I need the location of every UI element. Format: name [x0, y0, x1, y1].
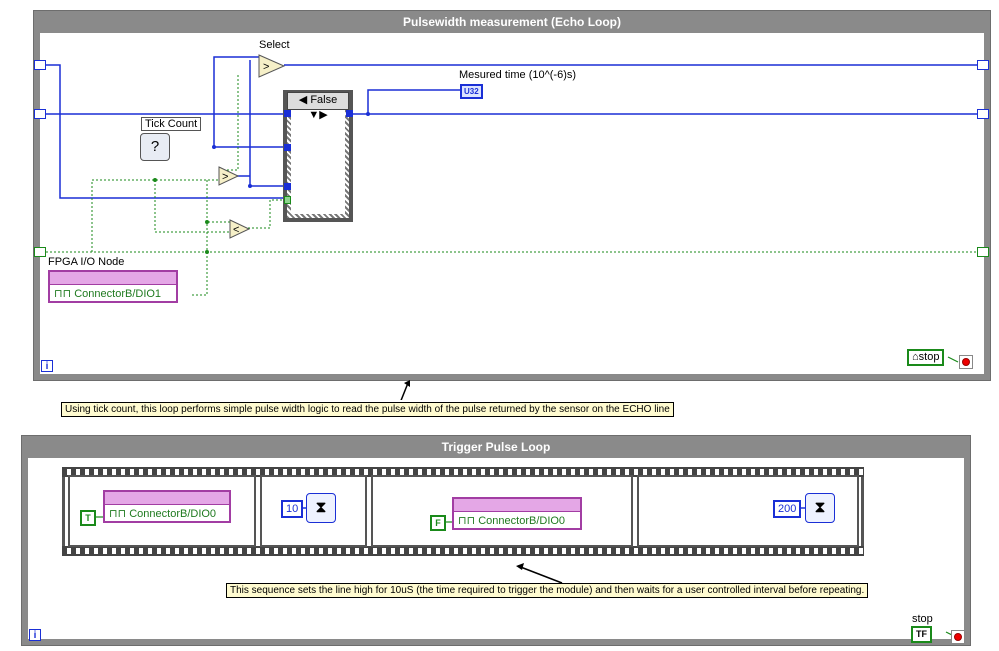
pulse-wave-icon: ⊓⊓ [109, 508, 127, 520]
io-node-header [105, 492, 229, 505]
tunnel-out [346, 110, 353, 117]
shift-register-right-1[interactable] [977, 60, 989, 70]
wait-milliseconds-icon[interactable]: ⧗ [805, 493, 835, 523]
true-constant[interactable]: T [80, 510, 96, 526]
sequence-frame-4[interactable] [637, 475, 859, 547]
select-label: Select [259, 39, 290, 51]
echo-loop-condition-icon[interactable] [959, 355, 973, 369]
wait-microseconds-icon[interactable]: ⧗ [306, 493, 336, 523]
echo-loop-comment: Using tick count, this loop performs sim… [61, 402, 674, 417]
io-node-channel[interactable]: ⊓⊓ ConnectorB/DIO1 [54, 288, 162, 300]
echo-loop-diagram [40, 33, 984, 374]
trigger-loop-condition-icon[interactable] [951, 630, 965, 644]
tick-count-label: Tick Count [141, 117, 202, 131]
tunnel-1 [284, 110, 291, 117]
case-left-arrow-icon[interactable]: ◀ [298, 94, 308, 106]
fpga-io-node-dio0-low[interactable]: ⊓⊓ ConnectorB/DIO0 [452, 497, 582, 530]
echo-iteration-terminal: i [41, 360, 53, 372]
false-constant[interactable]: F [430, 515, 446, 531]
case-structure[interactable]: ◀ False ▼▶ [283, 90, 353, 222]
shift-register-left-1[interactable] [34, 60, 46, 70]
svg-text:<: < [233, 224, 239, 236]
select-function-icon[interactable]: > [258, 54, 286, 78]
trigger-loop-title: Trigger Pulse Loop [441, 440, 551, 454]
home-icon: ⌂ [912, 351, 919, 363]
tick-count-icon[interactable]: ? [140, 133, 170, 161]
case-structure-body [291, 98, 345, 214]
echo-while-loop[interactable]: Pulsewidth measurement (Echo Loop) [33, 10, 991, 381]
echo-stop-control[interactable]: ⌂stop [907, 349, 945, 366]
echo-loop-title: Pulsewidth measurement (Echo Loop) [402, 15, 622, 29]
case-right-arrow-icon[interactable]: ▶ [319, 109, 328, 121]
less-than-icon[interactable]: < [229, 219, 251, 239]
case-selector[interactable]: ◀ False ▼▶ [287, 92, 349, 121]
stopwatch-icon: ? [150, 138, 160, 155]
pulse-wave-icon: ⊓⊓ [458, 515, 476, 527]
trigger-stop-label: stop [912, 613, 933, 625]
echo-loop-wires [46, 56, 978, 400]
io-node-channel[interactable]: ⊓⊓ ConnectorB/DIO0 [458, 515, 566, 527]
case-value: False [310, 94, 338, 106]
tunnel-bool [284, 196, 291, 204]
shift-register-right-3[interactable] [977, 247, 989, 257]
hourglass-icon: ⧗ [814, 499, 826, 516]
fpga-io-node-dio1[interactable]: ⊓⊓ ConnectorB/DIO1 [48, 270, 178, 303]
tunnel-3 [284, 183, 291, 190]
svg-text:>: > [263, 61, 269, 73]
svg-text:>: > [222, 171, 228, 183]
wait-10-constant[interactable]: 10 [281, 500, 304, 518]
io-node-header [50, 272, 176, 285]
greater-than-icon[interactable]: > [218, 166, 240, 186]
hourglass-icon: ⧗ [315, 499, 327, 516]
io-node-channel[interactable]: ⊓⊓ ConnectorB/DIO0 [109, 508, 217, 520]
trigger-iteration-terminal: i [29, 629, 41, 641]
trigger-loop-comment: This sequence sets the line high for 10u… [226, 583, 869, 598]
shift-register-right-2[interactable] [977, 109, 989, 119]
fpga-io-label: FPGA I/O Node [48, 256, 125, 268]
shift-register-left-3[interactable] [34, 247, 46, 257]
pulse-wave-icon: ⊓⊓ [54, 288, 72, 300]
io-node-header [454, 499, 580, 512]
trigger-stop-control[interactable]: TF [911, 626, 932, 643]
wait-200-constant[interactable]: 200 [773, 500, 802, 518]
fpga-io-node-dio0-high[interactable]: ⊓⊓ ConnectorB/DIO0 [103, 490, 231, 523]
film-strip-bottom [62, 546, 864, 556]
tunnel-2 [284, 144, 291, 151]
case-dropdown-icon[interactable]: ▼ [308, 109, 320, 121]
measured-time-indicator[interactable]: U32 [460, 84, 483, 99]
shift-register-left-2[interactable] [34, 109, 46, 119]
measured-time-label: Mesured time (10^(-6)s) [459, 69, 577, 81]
